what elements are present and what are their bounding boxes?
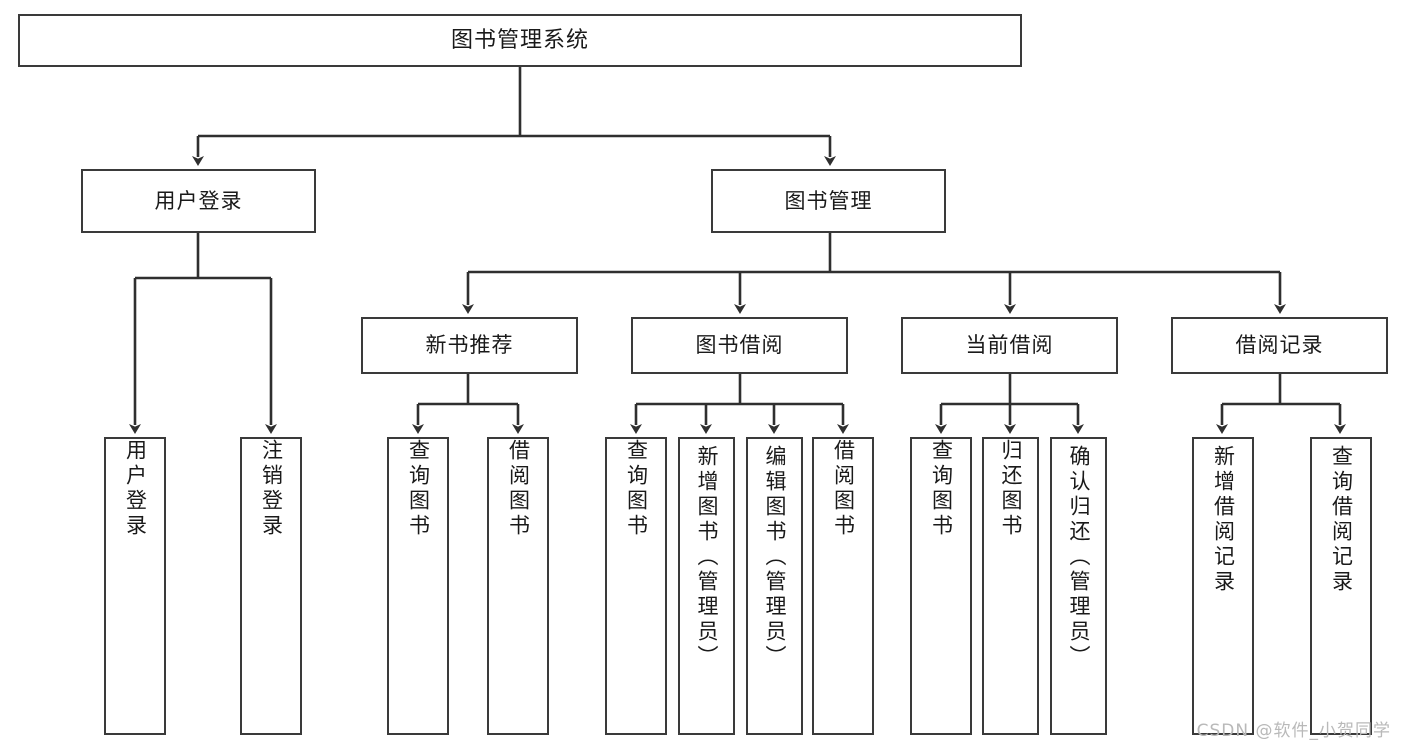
node-label: 借阅图书	[831, 439, 856, 539]
leaf-user-login[interactable]: 用户登录	[104, 437, 166, 735]
leaf-record-add-borrow-record[interactable]: 新增借阅记录	[1192, 437, 1254, 735]
node-label: 图书管理系统	[450, 27, 589, 53]
node-label: 查询图书	[929, 439, 954, 539]
node-root-system[interactable]: 图书管理系统	[18, 14, 1022, 67]
node-label: 图书借阅	[695, 333, 784, 358]
leaf-borrow-borrow-book[interactable]: 借阅图书	[812, 437, 874, 735]
node-label: 注销登录	[259, 439, 284, 539]
node-label: 查询图书	[624, 439, 649, 539]
leaf-borrow-add-book-admin[interactable]: 新增图书（管理员）	[678, 437, 735, 735]
leaf-current-return-book[interactable]: 归还图书	[982, 437, 1039, 735]
node-label: 查询借阅记录	[1329, 445, 1354, 595]
node-label: 确认归还（管理员）	[1067, 445, 1091, 670]
node-label: 新书推荐	[425, 333, 514, 358]
node-label: 图书管理	[784, 188, 873, 213]
leaf-recommend-query-book[interactable]: 查询图书	[387, 437, 449, 735]
node-book-management[interactable]: 图书管理	[711, 169, 946, 233]
node-user-login[interactable]: 用户登录	[81, 169, 316, 233]
node-label: 归还图书	[999, 439, 1023, 539]
node-label: 用户登录	[154, 188, 243, 213]
leaf-recommend-borrow-book[interactable]: 借阅图书	[487, 437, 549, 735]
leaf-current-query-book[interactable]: 查询图书	[910, 437, 972, 735]
node-label: 当前借阅	[965, 333, 1054, 358]
node-book-borrow[interactable]: 图书借阅	[631, 317, 848, 374]
node-borrow-record[interactable]: 借阅记录	[1171, 317, 1388, 374]
watermark: CSDN @软件_小贺同学	[1196, 721, 1391, 741]
node-label: 编辑图书（管理员）	[763, 445, 787, 670]
node-new-book-recommend[interactable]: 新书推荐	[361, 317, 578, 374]
node-label: 查询图书	[406, 439, 431, 539]
node-label: 借阅图书	[506, 439, 531, 539]
leaf-borrow-edit-book-admin[interactable]: 编辑图书（管理员）	[746, 437, 803, 735]
leaf-borrow-query-book[interactable]: 查询图书	[605, 437, 667, 735]
node-label: 新增图书（管理员）	[695, 445, 719, 670]
leaf-record-query-borrow-record[interactable]: 查询借阅记录	[1310, 437, 1372, 735]
node-current-borrow[interactable]: 当前借阅	[901, 317, 1118, 374]
node-label: 新增借阅记录	[1211, 445, 1236, 595]
leaf-user-logout[interactable]: 注销登录	[240, 437, 302, 735]
leaf-current-confirm-return-admin[interactable]: 确认归还（管理员）	[1050, 437, 1107, 735]
node-label: 借阅记录	[1235, 333, 1324, 358]
node-label: 用户登录	[123, 439, 148, 539]
